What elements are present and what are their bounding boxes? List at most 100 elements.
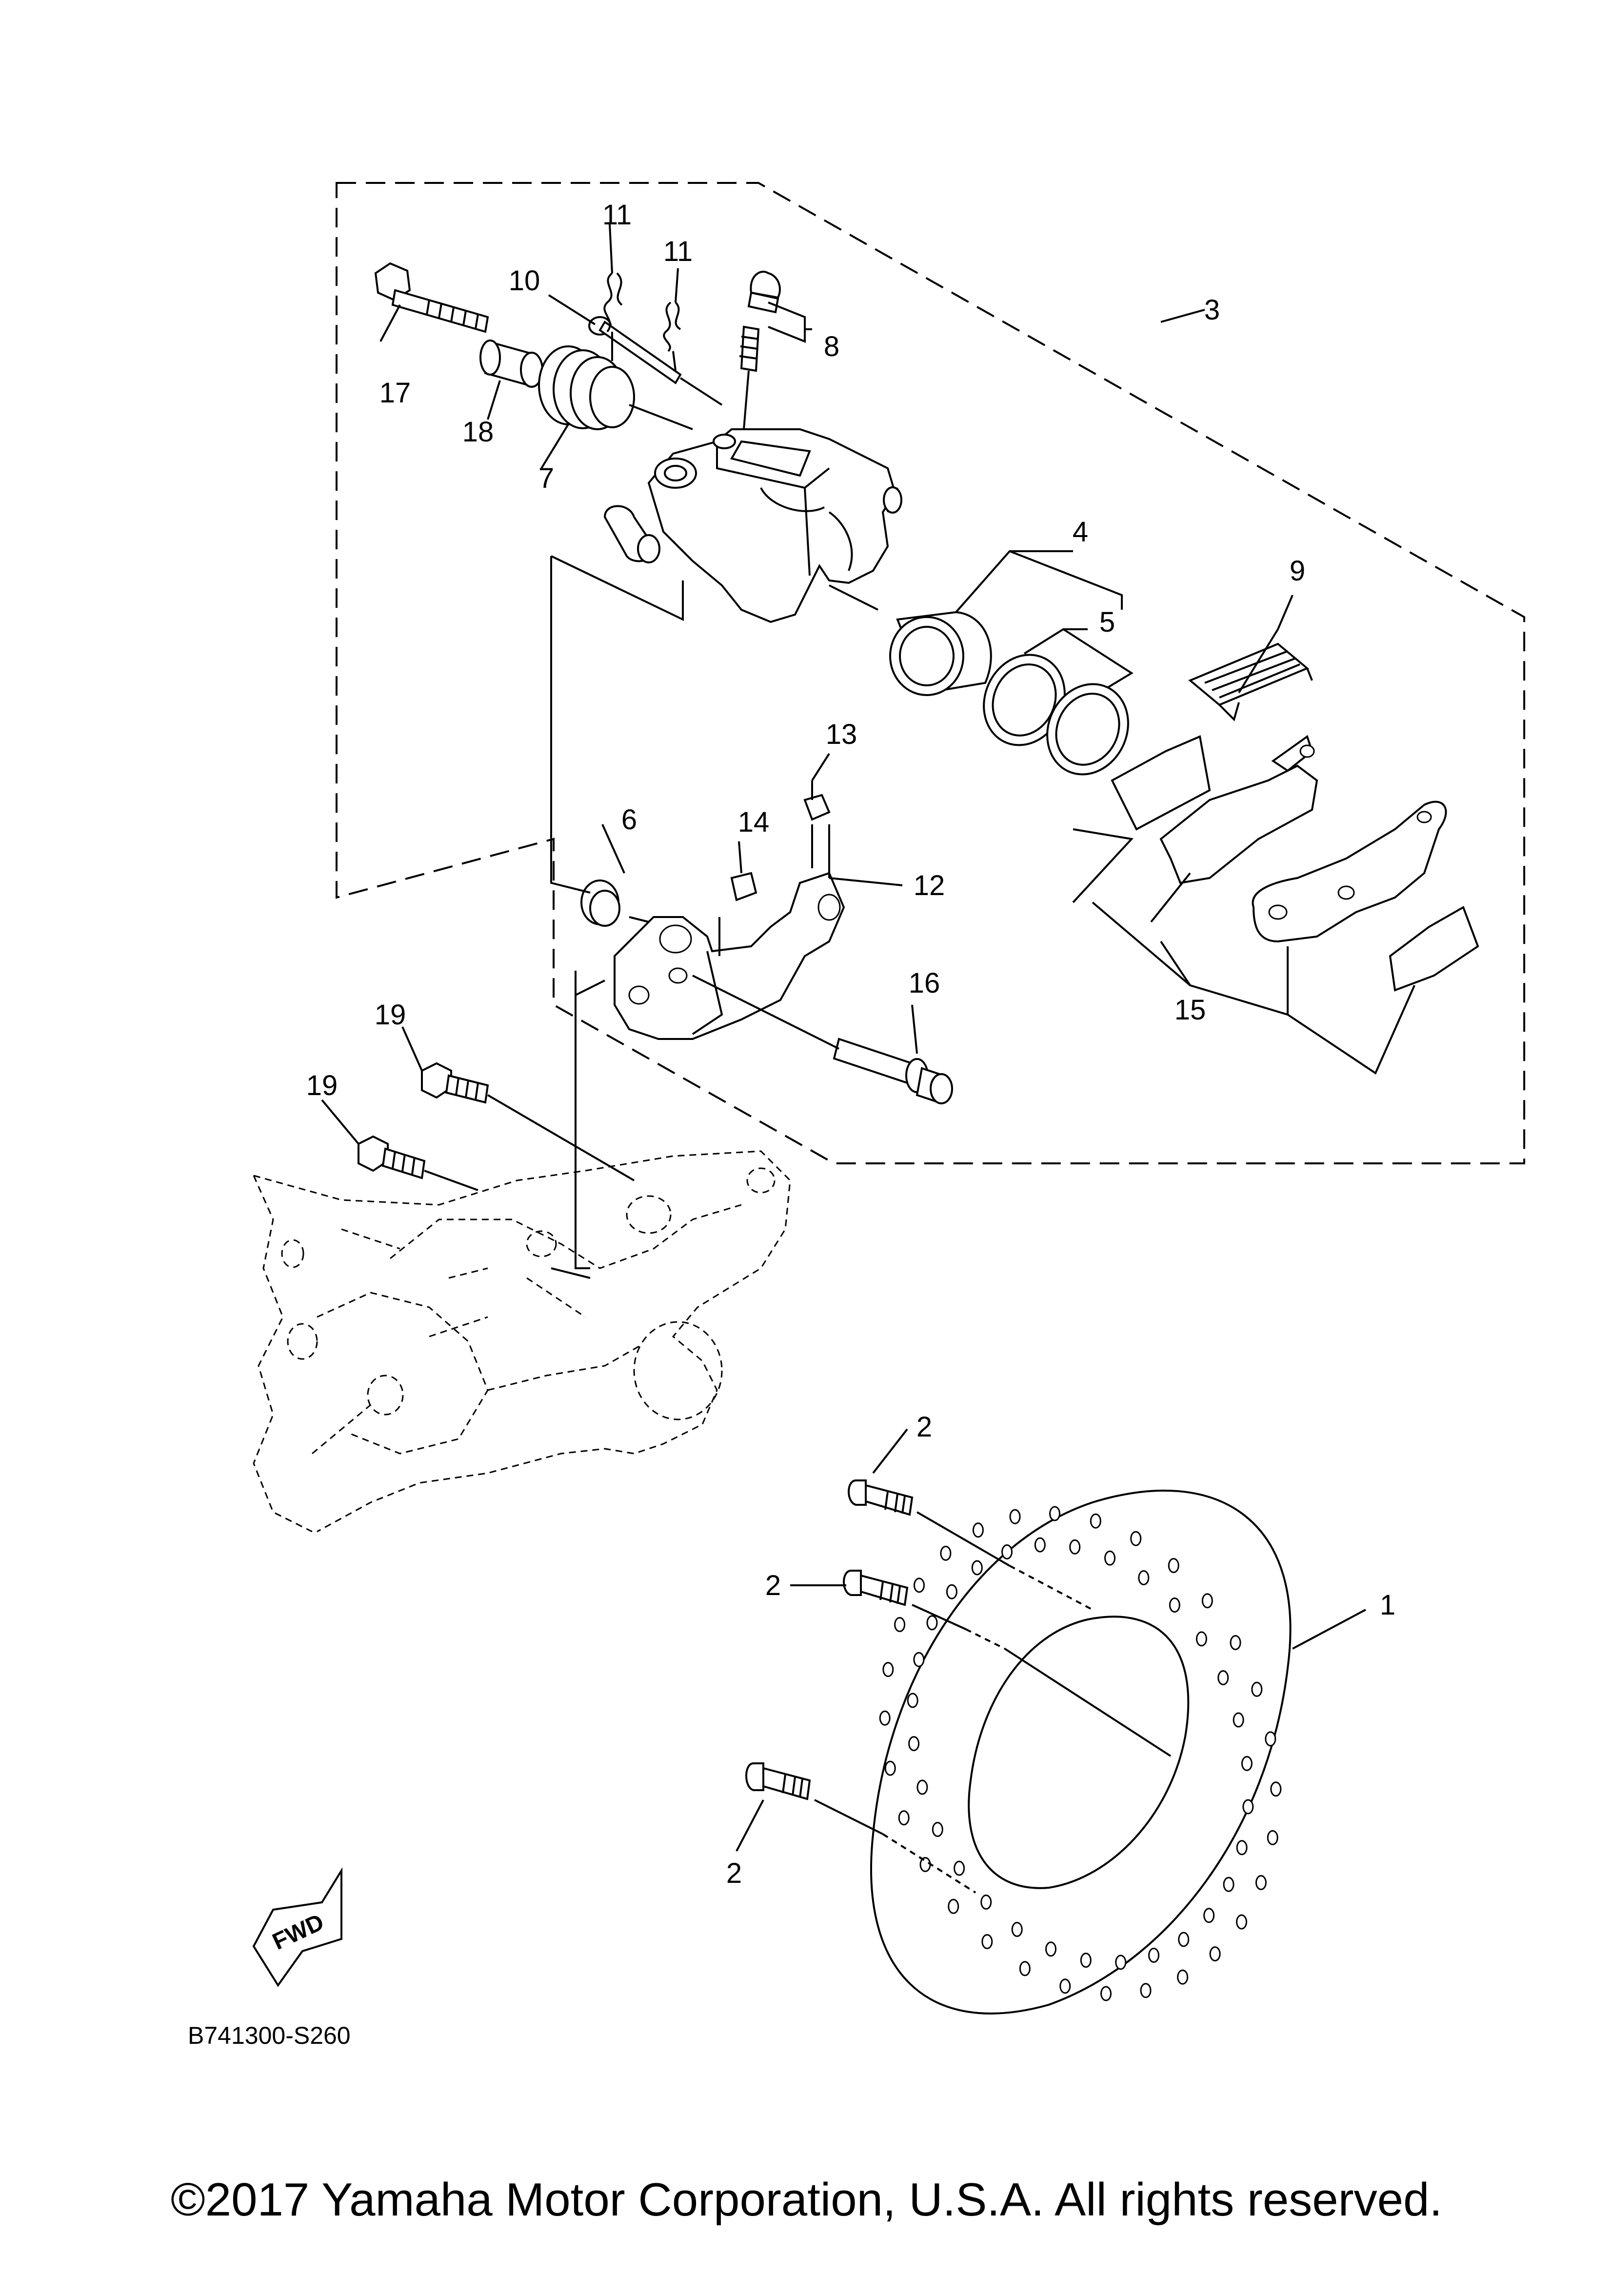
disc-hole bbox=[1104, 1550, 1115, 1566]
disc-hole bbox=[1130, 1531, 1142, 1546]
callout-7: 7 bbox=[538, 462, 554, 494]
disc-hole bbox=[914, 1577, 925, 1593]
piston-seal bbox=[983, 654, 1066, 746]
disc-hole bbox=[1242, 1799, 1254, 1815]
diagram-code: B741300-S260 bbox=[188, 2022, 351, 2049]
disc-hole bbox=[972, 1522, 984, 1538]
disc-hole bbox=[1201, 1593, 1213, 1609]
disc-hole bbox=[1251, 1681, 1263, 1697]
disc-hole bbox=[971, 1560, 983, 1576]
callout-18: 18 bbox=[462, 416, 494, 448]
brake-disc bbox=[870, 1489, 1292, 2015]
caliper-body bbox=[603, 428, 902, 623]
disc-hole bbox=[1001, 1544, 1013, 1559]
mount-line bbox=[551, 1267, 591, 1279]
assembly-line-3 bbox=[575, 971, 590, 1269]
disc-hole bbox=[1267, 1830, 1278, 1845]
disc-hole bbox=[1059, 1978, 1071, 1994]
assembly-line bbox=[550, 556, 591, 894]
disc-hole bbox=[1019, 1961, 1031, 1977]
callout-8: 8 bbox=[824, 331, 839, 362]
disc-hole bbox=[954, 1860, 965, 1876]
disc-hole bbox=[940, 1545, 952, 1561]
disc-hole bbox=[1195, 1631, 1207, 1647]
brake-pad-inner bbox=[1159, 735, 1318, 884]
disc-hole bbox=[1236, 1914, 1247, 1930]
disc-hole bbox=[1011, 1922, 1023, 1937]
disc-hole bbox=[1209, 1946, 1221, 1962]
disc-hole bbox=[898, 1810, 910, 1826]
disc-hole bbox=[926, 1615, 938, 1631]
callout-2b: 2 bbox=[765, 1570, 781, 1601]
disc-hole bbox=[932, 1822, 943, 1837]
callout-17: 17 bbox=[379, 377, 411, 409]
disc-hole bbox=[980, 1895, 992, 1910]
caliper-assembly-boundary bbox=[336, 182, 1525, 1164]
disc-hole bbox=[879, 1710, 891, 1726]
disc-hole bbox=[908, 1736, 920, 1752]
disc-hole bbox=[1169, 1597, 1180, 1613]
bushing bbox=[479, 339, 543, 420]
disc-hole bbox=[946, 1584, 957, 1599]
pad-pin-clip-2 bbox=[663, 301, 681, 371]
disc-hole bbox=[1168, 1558, 1179, 1573]
callout-4: 4 bbox=[1073, 516, 1088, 548]
pad-pin-clip bbox=[603, 272, 623, 361]
disc-hole bbox=[1045, 1941, 1056, 1957]
disc-hole bbox=[1223, 1877, 1235, 1892]
callout-19b: 19 bbox=[306, 1070, 338, 1101]
disc-hole bbox=[884, 1760, 896, 1776]
disc-hole bbox=[1178, 1932, 1190, 1947]
disc-hole bbox=[907, 1693, 918, 1708]
assembly-line-4 bbox=[575, 979, 605, 996]
disc-hole bbox=[1236, 1840, 1248, 1856]
disc-leader bbox=[1292, 1609, 1366, 1650]
disc-hole bbox=[1203, 1908, 1215, 1923]
leader-lines bbox=[321, 224, 1415, 1145]
disc-holes bbox=[879, 1506, 1282, 2001]
boot bbox=[538, 345, 693, 469]
disc-hole bbox=[1148, 1948, 1159, 1963]
disc-hole bbox=[1230, 1635, 1241, 1650]
caliper-bolt bbox=[374, 262, 489, 342]
copyright-notice: ©2017 Yamaha Motor Corporation, U.S.A. A… bbox=[170, 2174, 1443, 2226]
callout-6: 6 bbox=[621, 804, 637, 836]
callout-12: 12 bbox=[914, 870, 945, 901]
pad-support-upper bbox=[803, 794, 831, 868]
bleed-screw bbox=[739, 270, 781, 430]
callout-2a: 2 bbox=[916, 1411, 932, 1443]
callout-1: 1 bbox=[1380, 1589, 1395, 1621]
disc-hole bbox=[894, 1617, 906, 1632]
disc-hole bbox=[1138, 1570, 1150, 1585]
callout-19a: 19 bbox=[375, 999, 406, 1031]
disc-hole bbox=[1080, 1953, 1092, 1968]
assembly-line-2 bbox=[551, 555, 684, 621]
disc-hole bbox=[1009, 1509, 1021, 1524]
bracket-bolt-2 bbox=[358, 1135, 478, 1191]
disc-hole bbox=[1265, 1731, 1276, 1747]
pin-boot bbox=[580, 879, 649, 927]
pad-spring bbox=[1188, 642, 1313, 721]
callout-14: 14 bbox=[738, 806, 770, 838]
callout-2c: 2 bbox=[726, 1857, 742, 1889]
brake-pad-shim bbox=[1111, 735, 1211, 831]
callout-10: 10 bbox=[509, 265, 540, 297]
caliper-bracket bbox=[614, 872, 845, 1040]
disc-hole bbox=[1034, 1537, 1046, 1553]
disc-hole bbox=[913, 1652, 925, 1667]
bracket-bolt bbox=[421, 1062, 635, 1181]
pad-pin bbox=[548, 294, 723, 406]
callout-11a: 11 bbox=[602, 199, 632, 231]
disc-hole bbox=[1069, 1539, 1081, 1555]
swingarm-outline bbox=[253, 1150, 791, 1533]
disc-hole bbox=[1090, 1513, 1101, 1529]
disc-hole bbox=[1140, 1983, 1152, 1998]
disc-hole bbox=[916, 1779, 928, 1795]
callout-5: 5 bbox=[1099, 606, 1115, 638]
brake-pad-outer bbox=[1252, 800, 1447, 943]
disc-hole bbox=[948, 1898, 959, 1914]
disc-hole bbox=[1100, 1986, 1112, 2001]
disc-hole bbox=[1270, 1781, 1282, 1797]
callout-3: 3 bbox=[1204, 294, 1220, 326]
